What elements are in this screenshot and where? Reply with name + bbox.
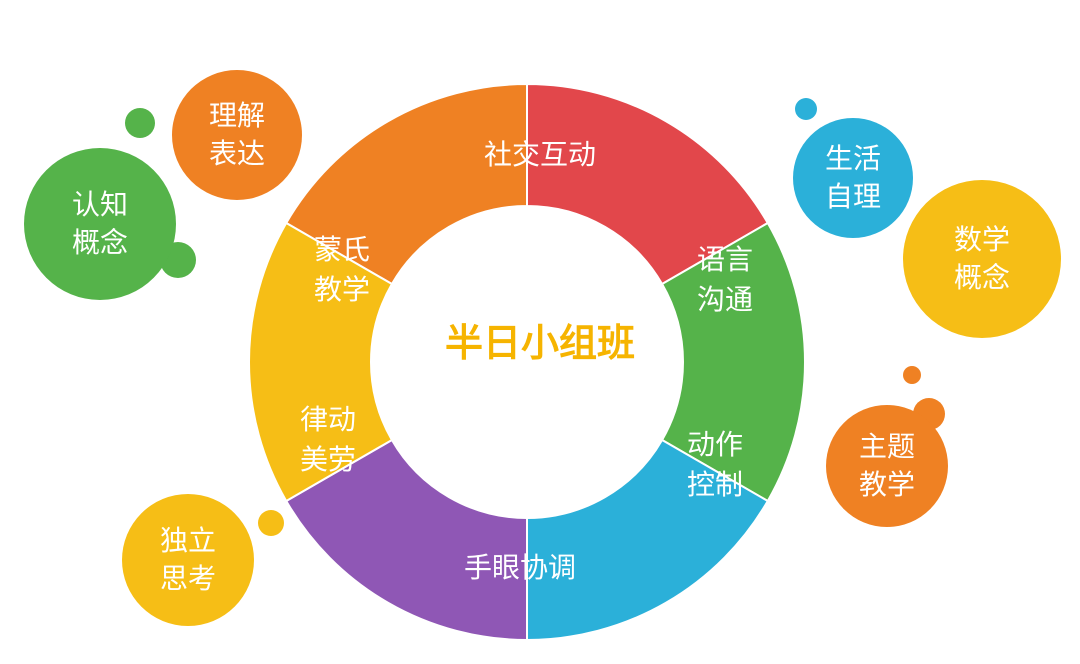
segment-social <box>284 82 528 286</box>
bubble-label: 独立 思考 <box>159 524 216 595</box>
deco-dot <box>125 108 155 138</box>
bubble-label: 理解 表达 <box>208 99 265 170</box>
bubble-label: 认知 概念 <box>71 188 128 259</box>
center-title: 半日小组班 <box>444 321 635 365</box>
bubble-independent-thinking: 独立 思考 <box>122 494 254 626</box>
bubble-label: 数学 概念 <box>953 223 1010 294</box>
deco-dot <box>903 366 921 384</box>
segment-label-social: 社交互动 <box>483 138 596 171</box>
segment-label-language: 语言 沟通 <box>696 243 753 316</box>
bubble-theme-teaching: 主题 教学 <box>826 405 948 527</box>
segment-montessori <box>248 221 394 503</box>
bubble-label: 生活 自理 <box>824 142 881 213</box>
bubble-label: 主题 教学 <box>858 430 915 501</box>
bubble-cognitive-concepts: 认知 概念 <box>24 148 176 300</box>
segment-rhythm-art <box>284 438 528 642</box>
segment-label-motor: 动作 控制 <box>686 428 743 501</box>
deco-dot <box>258 510 284 536</box>
deco-dot <box>795 98 817 120</box>
segment-hand-eye <box>526 438 770 642</box>
segment-label-montessori: 蒙氏 教学 <box>313 233 370 306</box>
bubble-self-care: 生活 自理 <box>793 118 913 238</box>
segment-motor <box>660 221 806 503</box>
segment-label-hand-eye: 手眼协调 <box>463 551 576 584</box>
segment-language <box>526 82 770 286</box>
segment-label-rhythm-art: 律动 美劳 <box>299 403 356 476</box>
bubble-math-concepts: 数学 概念 <box>903 180 1061 338</box>
bubble-understanding-expression: 理解 表达 <box>172 70 302 200</box>
